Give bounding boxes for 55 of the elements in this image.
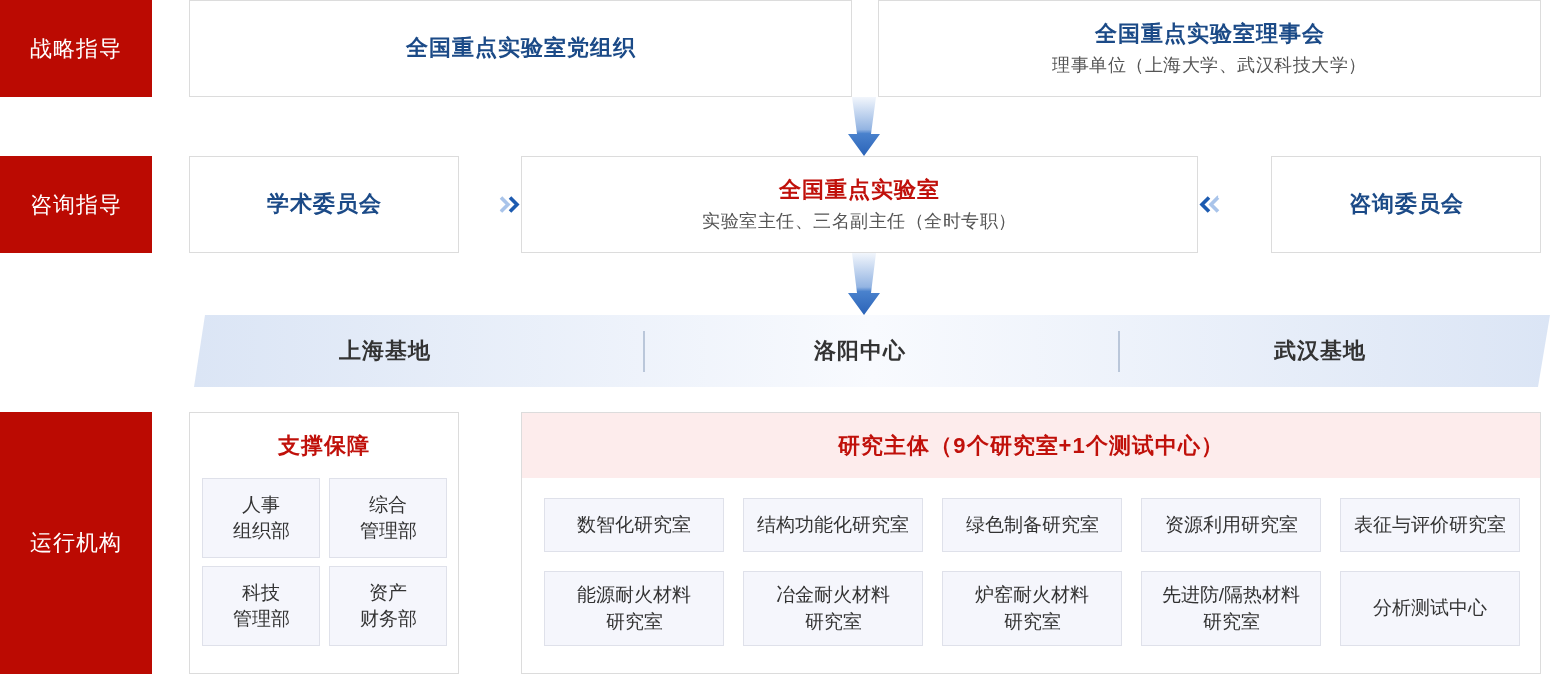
lab-box — [942, 498, 1122, 552]
lab-box — [1340, 571, 1520, 646]
section-label: 咨询指导 — [30, 190, 122, 219]
lab-name: 炉窑耐火材料研究室 — [975, 583, 1089, 634]
lab-box — [1141, 571, 1321, 646]
lab-box — [544, 571, 724, 646]
department-box — [329, 566, 447, 646]
node-title: 全国重点实验室 — [779, 176, 940, 203]
node-subtitle: 理事单位（上海大学、武汉科技大学） — [1052, 54, 1367, 77]
org-box — [189, 156, 459, 253]
node-title: 咨询委员会 — [1348, 191, 1464, 218]
org-box — [878, 0, 1541, 97]
org-box — [189, 0, 852, 97]
department-box — [202, 478, 320, 558]
section-label: 运行机构 — [30, 529, 122, 557]
base-name: 武汉基地 — [1273, 337, 1367, 365]
department-box — [329, 478, 447, 558]
lab-name: 先进防/隔热材料研究室 — [1161, 583, 1301, 634]
lab-name: 冶金耐火材料研究室 — [776, 583, 890, 634]
node-title: 全国重点实验室党组织 — [405, 35, 636, 62]
node-subtitle: 实验室主任、三名副主任（全时专职） — [702, 210, 1017, 233]
node-title: 全国重点实验室理事会 — [1094, 20, 1325, 47]
lab-name: 数智化研究室 — [577, 512, 691, 537]
lab-box — [743, 498, 923, 552]
department-name: 资产财务部 — [359, 580, 417, 631]
lab-name: 分析测试中心 — [1373, 596, 1487, 621]
org-box — [1271, 156, 1541, 253]
department-name: 科技管理部 — [232, 580, 290, 631]
group-title: 支撑保障 — [277, 432, 371, 460]
lab-name: 绿色制备研究室 — [965, 512, 1099, 537]
lab-name: 能源耐火材料研究室 — [577, 583, 691, 634]
base-name: 上海基地 — [338, 337, 432, 365]
lab-name: 资源利用研究室 — [1164, 512, 1298, 537]
lab-name: 结构功能化研究室 — [757, 512, 909, 537]
section-label: 战略指导 — [30, 34, 122, 63]
lab-name: 表征与评价研究室 — [1354, 512, 1506, 537]
lab-box — [1141, 498, 1321, 552]
arrow — [848, 253, 880, 315]
section-label-panel — [0, 412, 152, 674]
lab-box — [1340, 498, 1520, 552]
lab-box — [743, 571, 923, 646]
base-name: 洛阳中心 — [813, 337, 907, 365]
department-name: 人事组织部 — [232, 492, 290, 543]
department-name: 综合管理部 — [359, 492, 417, 543]
section-label-panel — [0, 0, 152, 97]
base-band — [194, 315, 1550, 387]
lab-box — [544, 498, 724, 552]
section-label-panel — [0, 156, 152, 253]
org-box — [521, 156, 1198, 253]
node-title: 学术委员会 — [266, 191, 382, 218]
department-box — [202, 566, 320, 646]
lab-box — [942, 571, 1122, 646]
group-box — [189, 412, 459, 674]
group-box — [521, 412, 1541, 674]
group-title: 研究主体（9个研究室+1个测试中心） — [838, 431, 1224, 460]
